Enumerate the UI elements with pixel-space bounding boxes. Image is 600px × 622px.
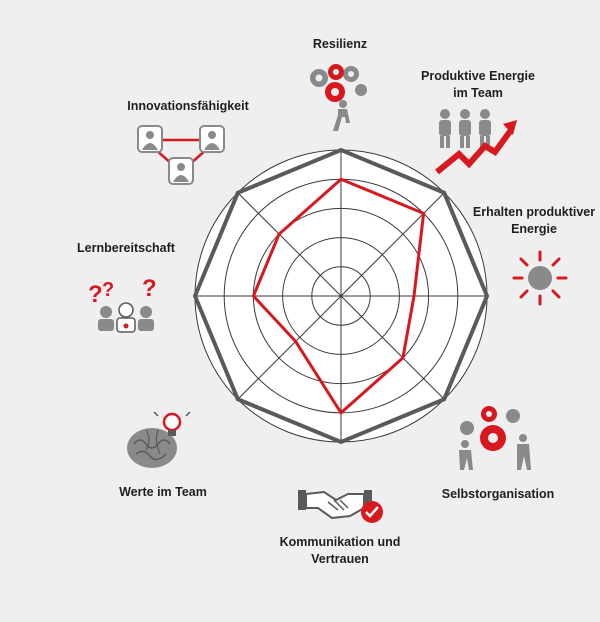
label-resilienz: Resilienz <box>300 36 380 53</box>
brain-lightbulb-icon <box>127 411 191 468</box>
label-resilienz-text: Resilienz <box>312 37 368 51</box>
label-werte-text: Werte im Team <box>119 485 207 499</box>
label-erhalten-line1: Erhalten produktiver <box>472 205 596 219</box>
svg-text:?: ? <box>102 279 114 301</box>
radar-spoke <box>340 295 445 400</box>
label-selbstorganisation: Selbstorganisation <box>432 486 564 503</box>
radar-series-team <box>251 177 426 416</box>
radar-spoke <box>340 192 445 297</box>
label-lernbereitschaft: Lernbereitschaft <box>70 240 182 257</box>
label-kommunikation: Kommunikation und Vertrauen <box>270 534 410 568</box>
label-innovation-text: Innovationsfähigkeit <box>127 99 249 113</box>
label-produktive-energie: Produktive Energie im Team <box>408 68 548 102</box>
network-people-icon <box>137 125 225 185</box>
label-selbst-text: Selbstorganisation <box>441 487 555 501</box>
label-produktive-line1: Produktive Energie <box>421 69 535 83</box>
label-erhalten-energie: Erhalten produktiver Energie <box>468 204 600 238</box>
label-erhalten-line2: Energie <box>511 222 557 236</box>
label-innovation: Innovationsfähigkeit <box>118 98 258 115</box>
label-lernbereitschaft-text: Lernbereitschaft <box>77 241 175 255</box>
gears-person-icon <box>310 64 367 131</box>
radar-series-outer <box>192 147 490 445</box>
label-kommunikation-line2: Vertrauen <box>311 552 369 566</box>
label-kommunikation-line1: Kommunikation und <box>279 535 401 549</box>
gears-team-icon <box>459 406 531 470</box>
radar-spoke <box>237 295 342 400</box>
question-group-icon: ? ? ? <box>88 275 157 333</box>
label-produktive-line2: im Team <box>453 86 503 100</box>
radar-spoke <box>237 192 342 297</box>
handshake-check-icon <box>298 490 383 523</box>
svg-text:?: ? <box>142 275 157 302</box>
team-growth-icon <box>435 109 517 175</box>
svg-text:?: ? <box>88 281 103 308</box>
sun-energy-icon <box>512 250 568 306</box>
label-werte: Werte im Team <box>108 484 218 501</box>
